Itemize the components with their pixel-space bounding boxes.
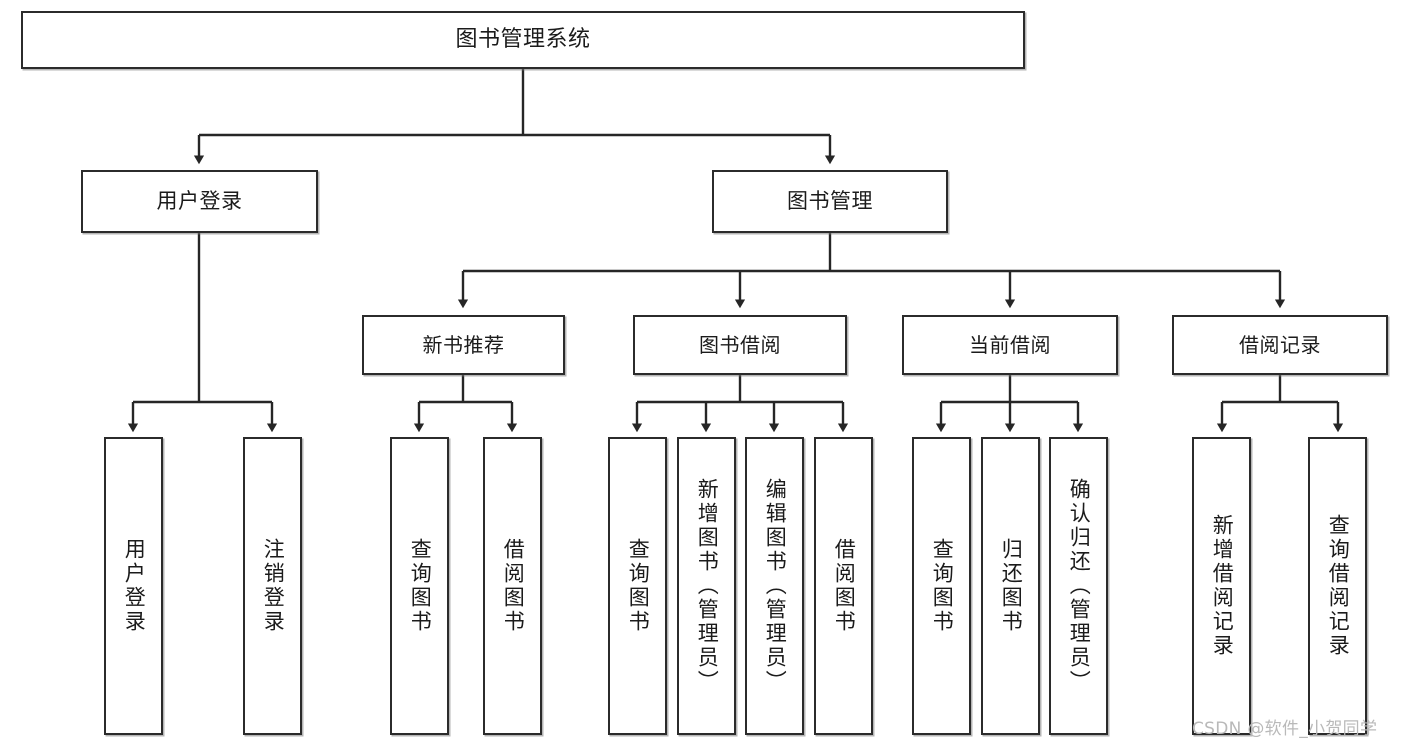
leaf-user-login[interactable]: 用户登录 (104, 437, 163, 735)
node-label: 查询图书 (408, 538, 433, 634)
node-label: 查询图书 (626, 538, 651, 634)
csdn-watermark: CSDN @软件_小贺同学 (1192, 719, 1378, 739)
node-label: 注销登录 (261, 538, 286, 634)
leaf-borrow-book[interactable]: 借阅图书 (814, 437, 873, 735)
node-label: 借阅记录 (1239, 332, 1321, 357)
node-label: 图书管理系统 (455, 26, 591, 52)
node-label: 归还图书 (999, 538, 1024, 634)
node-label: 确认归还（管理员） (1067, 478, 1092, 694)
leaf-add-borrow-record[interactable]: 新增借阅记录 (1192, 437, 1251, 735)
node-label: 查询图书 (930, 538, 955, 634)
node-borrow-records[interactable]: 借阅记录 (1172, 315, 1388, 375)
leaf-borrow-book-recommend[interactable]: 借阅图书 (483, 437, 542, 735)
node-label: 借阅图书 (832, 538, 857, 634)
node-label: 查询借阅记录 (1326, 514, 1351, 658)
leaf-confirm-return-admin[interactable]: 确认归还（管理员） (1049, 437, 1108, 735)
node-label: 当前借阅 (969, 332, 1051, 357)
node-label: 用户登录 (156, 188, 243, 213)
leaf-query-book-current[interactable]: 查询图书 (912, 437, 971, 735)
node-label: 图书管理 (787, 188, 873, 213)
node-root-book-management-system[interactable]: 图书管理系统 (21, 11, 1025, 69)
leaf-return-book[interactable]: 归还图书 (981, 437, 1040, 735)
node-label: 借阅图书 (501, 538, 526, 634)
node-new-book-recommend[interactable]: 新书推荐 (362, 315, 565, 375)
leaf-query-book-recommend[interactable]: 查询图书 (390, 437, 449, 735)
leaf-edit-book-admin[interactable]: 编辑图书（管理员） (745, 437, 804, 735)
node-label: 用户登录 (122, 538, 147, 634)
leaf-add-book-admin[interactable]: 新增图书（管理员） (677, 437, 736, 735)
node-label: 新增图书（管理员） (695, 478, 720, 694)
node-label: 新增借阅记录 (1210, 514, 1235, 658)
leaf-user-logout[interactable]: 注销登录 (243, 437, 302, 735)
leaf-query-borrow-record[interactable]: 查询借阅记录 (1308, 437, 1367, 735)
node-current-borrow[interactable]: 当前借阅 (902, 315, 1118, 375)
node-book-borrow[interactable]: 图书借阅 (633, 315, 847, 375)
node-label: 编辑图书（管理员） (763, 478, 788, 694)
node-label: 图书借阅 (699, 332, 781, 357)
node-book-management[interactable]: 图书管理 (712, 170, 948, 233)
node-label: 新书推荐 (422, 332, 505, 357)
leaf-query-book-borrow[interactable]: 查询图书 (608, 437, 667, 735)
node-user-login[interactable]: 用户登录 (81, 170, 318, 233)
